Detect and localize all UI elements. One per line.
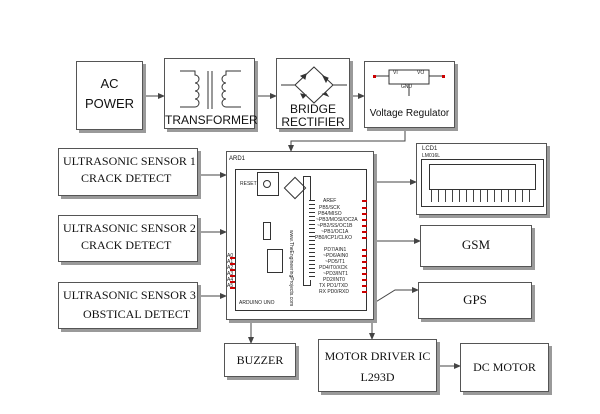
pin-a1 [230, 263, 235, 265]
transformer-label: TRANSFORMER [165, 113, 258, 127]
sensor-3-function: OBSTICAL DETECT [83, 307, 191, 321]
pin-pd7 [362, 249, 367, 251]
pin-label-a1: A1 [227, 259, 234, 265]
pin-label-pd4: PD4/T0/XCK [319, 265, 348, 271]
sensor-2-function: CRACK DETECT [81, 238, 172, 252]
pin-label-a3: A3 [227, 271, 234, 277]
pin-label-pd1: TX PD1/TXD [319, 283, 348, 289]
pin-label-pb4: PB4/MISO [318, 211, 342, 217]
gsm-label: GSM [461, 237, 491, 252]
pin-pd6 [362, 255, 367, 257]
pin-pb1 [362, 231, 367, 233]
voltage-regulator-block: VI VO GND Voltage Regulator [364, 61, 455, 128]
regulator-pin-vo: VO [417, 70, 425, 76]
pin-label-a4: A4 [227, 277, 234, 283]
bridge-rectifier-block: BRIDGE RECTIFIER [276, 58, 350, 129]
pin-label-pd5: ~PD5/T1 [325, 259, 345, 265]
pin-label-pb5: PB5/SCK [319, 205, 341, 211]
pin-a4 [230, 281, 235, 283]
gps-label: GPS [463, 292, 487, 307]
reset-label: RESET [240, 181, 257, 187]
motor-driver-line1: MOTOR DRIVER IC [324, 349, 431, 363]
pin-label-pd7: PD7/AIN1 [324, 247, 347, 253]
pin-pd4 [362, 267, 367, 269]
motor-driver-block: MOTOR DRIVER IC L293D [318, 339, 437, 392]
motor-driver-line2: L293D [360, 370, 395, 384]
ultrasonic-sensor-2-block: ULTRASONIC SENSOR 2 CRACK DETECT [58, 215, 198, 262]
pin-a0 [230, 257, 235, 259]
arrow-arduino-gps-link [373, 287, 419, 304]
ac-power-line1: AC [100, 76, 119, 91]
transformer-symbol-icon [180, 70, 241, 109]
usb-connector-icon [257, 172, 279, 196]
url-text: www.TheEngineeringProjects.com [288, 230, 294, 307]
dc-motor-label: DC MOTOR [473, 360, 536, 374]
reset-button-icon [263, 180, 271, 188]
pin-label-aref: AREF [323, 198, 337, 204]
ac-power-block: AC POWER [76, 61, 143, 130]
pin-aref [362, 200, 367, 202]
pin-label-pb2: ~PB2/SS/OC1B [317, 223, 353, 229]
lcd-ref: LCD1 [422, 146, 438, 152]
pin-pd0 [362, 291, 367, 293]
analog-header-icon [267, 249, 283, 273]
pin-label-pb3: ~PB3/MOSI/OC2A [316, 217, 358, 223]
pin-label-pd6: ~PD6/AIN0 [323, 253, 349, 259]
lcd-model: LM016L [422, 153, 441, 159]
sensor-1-function: CRACK DETECT [81, 171, 172, 185]
rectifier-line1: BRIDGE [289, 102, 336, 116]
pin-pb2 [362, 225, 367, 227]
transformer-block: TRANSFORMER [164, 58, 258, 129]
bridge-rectifier-icon [281, 66, 347, 104]
pin-pd1 [362, 285, 367, 287]
pin-label-pd2: PD2/INT0 [323, 277, 345, 283]
buzzer-block: BUZZER [224, 343, 296, 377]
dc-motor-block: DC MOTOR [460, 343, 549, 392]
pin-a3 [230, 275, 235, 277]
arduino-board-label: ARDUINO UNO [239, 300, 275, 306]
power-header-icon [263, 222, 271, 240]
regulator-pin-vi: VI [393, 70, 398, 76]
lcd-outer-frame [421, 159, 544, 207]
regulator-label: Voltage Regulator [369, 108, 450, 119]
pin-pd2 [362, 279, 367, 281]
pin-pd5 [362, 261, 367, 263]
sensor-3-title: ULTRASONIC SENSOR 3 [63, 288, 196, 302]
arduino-ref: ARD1 [229, 156, 246, 162]
rectifier-line2: RECTIFIER [281, 115, 345, 129]
atmega-chip-icon [309, 200, 315, 280]
pin-a5 [230, 287, 235, 289]
ac-power-line2: POWER [84, 96, 135, 111]
sensor-2-title: ULTRASONIC SENSOR 2 [63, 221, 196, 235]
pin-pb4 [362, 213, 367, 215]
pin-label-pd0: RX PD0/RXD [319, 289, 350, 295]
arduino-board-outline [235, 169, 367, 311]
ultrasonic-sensor-1-block: ULTRASONIC SENSOR 1 CRACK DETECT [58, 148, 198, 196]
lcd-screen [429, 164, 536, 190]
sensor-1-title: ULTRASONIC SENSOR 1 [63, 154, 196, 168]
ultrasonic-sensor-3-block: ULTRASONIC SENSOR 3 OBSTICAL DETECT [58, 282, 198, 329]
pin-label-a5: A5 [227, 283, 234, 289]
pin-pb5 [362, 207, 367, 209]
pin-a2 [230, 269, 235, 271]
gsm-block: GSM [420, 225, 532, 267]
pin-pb0 [362, 237, 367, 239]
pin-pb3 [362, 219, 367, 221]
pin-label-pb0: PB0/ICP1/CLKO [315, 235, 352, 241]
pin-label-a2: A2 [227, 265, 234, 271]
arrow-regulator-to-arduino [288, 128, 406, 152]
lcd-block: LCD1 LM016L [416, 143, 547, 215]
pin-label-a0: A0 [227, 253, 234, 259]
pin-pd3 [362, 273, 367, 275]
gps-block: GPS [418, 282, 532, 319]
pin-label-pb1: ~PB1/OC1A [321, 229, 349, 235]
regulator-pin-gnd: GND [401, 84, 413, 90]
buzzer-label: BUZZER [236, 353, 284, 367]
regulator-symbol-icon [373, 69, 445, 96]
lcd-pin-labels-icon [431, 190, 532, 202]
pin-label-pd3: ~PD3/INT1 [323, 271, 348, 277]
arduino-block: ARD1 RESET www.TheEngineeringProjects.co… [226, 151, 374, 320]
